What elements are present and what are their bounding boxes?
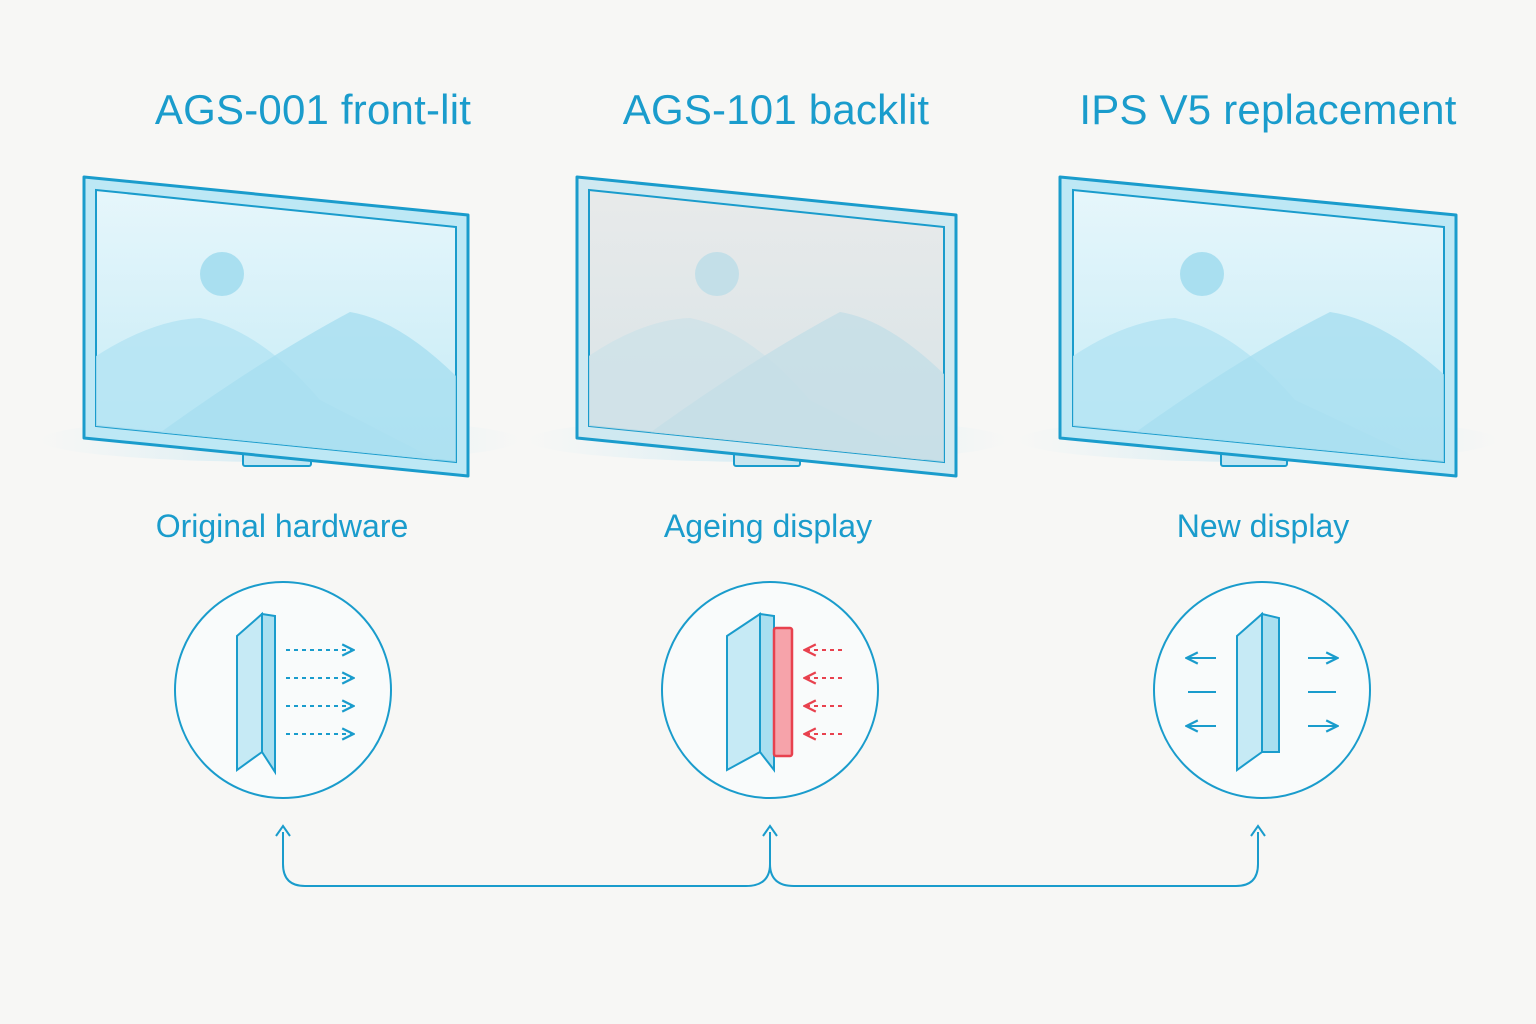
backlight-layer-icon <box>661 581 879 799</box>
monitor-front-lit <box>40 175 520 478</box>
caption-ageing-display: Ageing display <box>663 508 873 544</box>
caption-original-hardware: Original hardware <box>155 508 409 544</box>
panel-title-front-lit: AGS-001 front-lit <box>154 86 472 133</box>
panel-title-backlit: AGS-101 backlit <box>622 86 930 133</box>
caption-new-display: New display <box>1176 508 1350 544</box>
branching-arrows-icon <box>275 824 1266 887</box>
ips-panel-layer-icon <box>1153 581 1371 799</box>
front-light-layer-icon <box>174 581 392 799</box>
monitor-backlit-faded <box>528 175 1008 478</box>
panel-title-ips: IPS V5 replacement <box>1079 86 1457 133</box>
backlight-strip <box>772 626 794 758</box>
monitor-ips-replacement <box>1018 175 1498 478</box>
